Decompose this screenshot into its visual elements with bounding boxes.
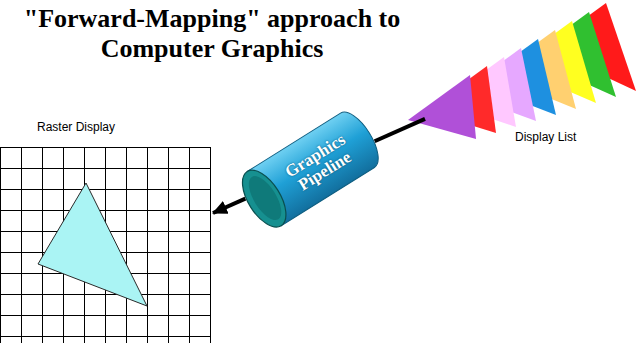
grid-columns <box>1 147 211 343</box>
panel-label: Raster Display <box>37 120 213 134</box>
panel-label: Display List <box>515 130 637 144</box>
raster-display: Raster Display <box>0 117 213 343</box>
graphics-pipeline: Graphics Pipeline <box>234 106 387 234</box>
diagram-title: "Forward-Mapping" approach to Computer G… <box>2 4 422 64</box>
pipeline-arrow <box>213 199 245 213</box>
pipeline-arrow <box>375 119 425 141</box>
rendered-triangle <box>38 183 147 306</box>
cylinder-cap-inner <box>242 171 287 225</box>
list-triangle <box>408 75 476 139</box>
display-list: Display List <box>425 0 637 145</box>
display-list-triangles <box>408 3 636 139</box>
grid-rows <box>0 148 211 337</box>
raster-grid <box>0 147 211 343</box>
